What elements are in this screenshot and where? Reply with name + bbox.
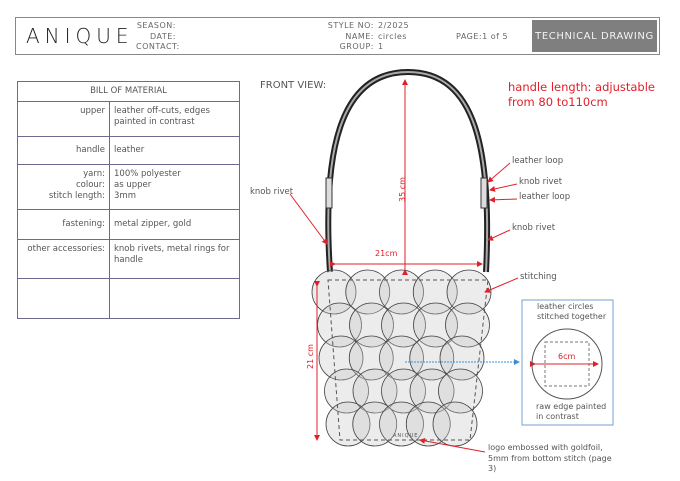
detail-circle <box>531 328 603 400</box>
detail-dim: 6cm <box>558 352 576 361</box>
stitch-line <box>327 279 489 441</box>
name-label: NAME: <box>345 31 374 41</box>
bom-key: yarn: colour: stitch length: <box>17 164 110 210</box>
season-label: SEASON: <box>136 21 176 30</box>
brand-logo: ANIQUE <box>26 24 134 48</box>
knob-rivet-left-label: knob rivet <box>250 187 294 197</box>
leather-circle <box>325 401 371 447</box>
leather-circle <box>446 269 492 315</box>
leather-circle <box>352 401 398 447</box>
leather-loop-label: leather loop <box>519 192 571 202</box>
meta-style-labels: STYLE NO: NAME: GROUP: <box>316 21 374 53</box>
bom-key: other accessories: <box>17 239 110 279</box>
handle-dim: 35 cm <box>397 177 407 202</box>
bom-value: leather off-cuts, edges painted in contr… <box>109 101 240 137</box>
leather-circle <box>409 368 455 414</box>
handle-note: handle length: adjustable from 80 to110c… <box>508 80 655 109</box>
leather-circle <box>345 269 391 315</box>
leader <box>289 193 328 245</box>
bom-value: 100% polyester as upper 3mm <box>109 164 240 210</box>
leather-circle <box>379 269 424 315</box>
bag-logo: ANIQUE <box>393 433 419 439</box>
bom-key: upper <box>17 101 110 137</box>
leader <box>489 183 518 192</box>
bom-key <box>17 278 110 319</box>
handle <box>325 68 491 273</box>
leather-loop-right <box>480 177 488 209</box>
knob-rivet-label: knob rivet <box>519 177 563 187</box>
leader <box>484 277 519 293</box>
meta-left: SEASON: DATE: CONTACT: <box>136 21 180 53</box>
bom-value <box>109 278 240 319</box>
detail-top-label: leather circles stitched together <box>537 302 607 321</box>
height-dim: 21 cm <box>305 344 315 369</box>
leather-circle <box>381 368 426 414</box>
leader <box>419 437 486 453</box>
leather-circle <box>445 302 490 348</box>
group-label: GROUP: <box>339 42 374 51</box>
logo-note: logo embossed with goldfoil, 5mm from bo… <box>488 443 612 473</box>
leather-loop-left <box>325 177 333 209</box>
detail-bottom-label: raw edge painted in contrast <box>536 402 607 421</box>
contact-label: CONTACT: <box>136 42 180 51</box>
header: ANIQUE SEASON: DATE: CONTACT: STYLE NO: … <box>15 17 660 55</box>
leather-circle <box>438 368 483 414</box>
knob-rivet-label: knob rivet <box>512 223 556 233</box>
leader <box>487 229 511 241</box>
leather-circle <box>432 401 478 447</box>
leather-circle <box>311 269 357 315</box>
leather-circle <box>413 302 458 348</box>
leather-circle <box>352 368 398 414</box>
style-label: STYLE NO: <box>327 21 374 30</box>
name-value: circles <box>378 31 407 41</box>
page-number: PAGE:1 of 5 <box>456 32 509 41</box>
leather-circle <box>405 401 451 447</box>
leather-circle <box>412 269 458 315</box>
view-label: FRONT VIEW: <box>260 80 327 91</box>
group-value: 1 <box>378 42 384 51</box>
leather-circle <box>349 302 394 348</box>
meta-style-values: 2/2025 circles 1 <box>378 21 409 53</box>
style-value: 2/2025 <box>378 21 410 30</box>
leader <box>487 162 511 183</box>
detail-box <box>521 299 614 426</box>
doc-type-badge: TECHNICAL DRAWING <box>532 20 657 52</box>
width-dim: 21cm <box>375 249 398 258</box>
leather-circle <box>439 335 485 381</box>
leader <box>489 196 518 203</box>
stitching-label: stitching <box>520 272 557 282</box>
leather-circle <box>381 302 426 348</box>
leather-circle <box>379 401 424 447</box>
leather-loop-label: leather loop <box>512 156 564 166</box>
date-label: DATE: <box>149 31 176 41</box>
